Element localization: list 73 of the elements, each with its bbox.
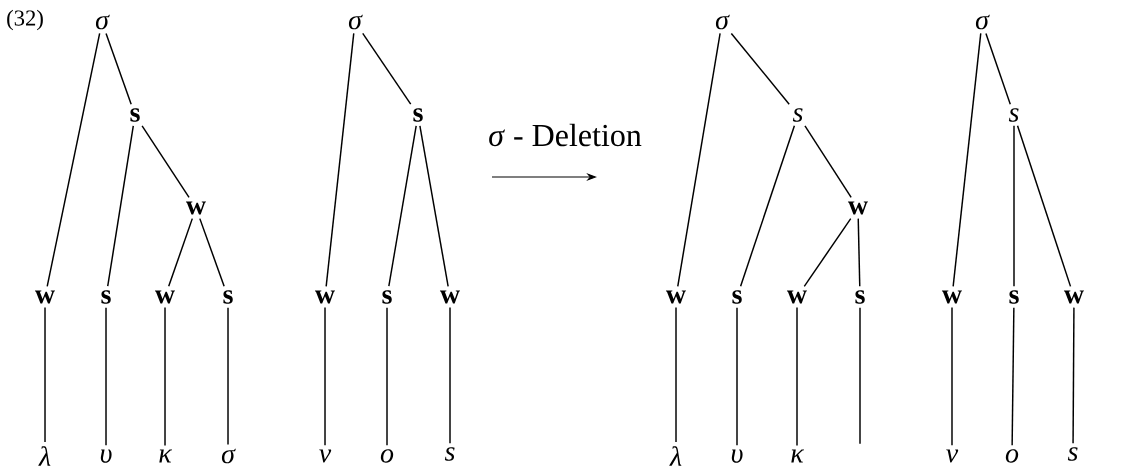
tree-line xyxy=(804,125,852,199)
tree-line xyxy=(739,125,796,287)
tree-line xyxy=(796,306,798,447)
tree-line xyxy=(1013,125,1015,287)
tree-line xyxy=(324,306,326,447)
tree-label: w xyxy=(440,290,460,304)
tree-label: s xyxy=(855,290,865,304)
tree-line xyxy=(803,217,852,288)
tree-label: λ xyxy=(38,446,51,466)
tree-label: σ xyxy=(715,14,730,30)
tree-line xyxy=(362,32,412,105)
tree-line xyxy=(388,125,417,287)
tree-label: s xyxy=(130,108,140,122)
tree-line xyxy=(1011,307,1015,446)
tree-label: w xyxy=(787,290,807,304)
tree-label: s xyxy=(382,290,392,304)
tree-line xyxy=(730,32,790,105)
tree-line xyxy=(736,307,738,446)
tree-label: s xyxy=(792,108,803,122)
tree-label: ν xyxy=(319,449,332,463)
tree-line xyxy=(325,32,355,288)
tree-label: s xyxy=(413,108,423,122)
tree-label: w xyxy=(941,290,962,304)
tree-label: s xyxy=(444,447,455,461)
tree-line xyxy=(105,32,132,105)
tree-label: σ xyxy=(221,448,236,464)
tree-label: s xyxy=(1067,447,1078,461)
tree-label: w xyxy=(1063,290,1084,304)
tree-label: w xyxy=(155,290,175,304)
tree-line xyxy=(1016,125,1072,288)
tree-label: s xyxy=(1009,290,1019,304)
tree-label: s xyxy=(1008,108,1019,122)
tree-label: λ xyxy=(669,446,682,466)
tree-line xyxy=(419,125,449,288)
tree-label: σ xyxy=(348,14,363,30)
tree-label: s xyxy=(223,290,233,304)
tree-line xyxy=(857,217,861,287)
tree-line xyxy=(952,32,982,288)
tree-line xyxy=(386,307,388,446)
tree-label: w xyxy=(186,201,206,215)
tree-line xyxy=(227,307,229,446)
tree-line xyxy=(199,217,225,287)
tree-label: w xyxy=(315,290,335,304)
tree-line xyxy=(985,32,1012,105)
example-number: (32) xyxy=(7,9,43,31)
tree-line xyxy=(449,306,451,444)
tree-label: w xyxy=(35,290,55,304)
tree-label: σ xyxy=(975,14,990,30)
tree-label: ο xyxy=(380,449,394,463)
tree-label: σ xyxy=(95,14,110,30)
tree-line xyxy=(951,306,953,447)
tree-label: υ xyxy=(100,449,112,463)
tree-label: ν xyxy=(946,449,959,463)
tree-line xyxy=(859,307,861,445)
tree-line xyxy=(164,306,166,447)
tree-line xyxy=(1072,306,1075,444)
tree-label: w xyxy=(666,290,686,304)
tree-line xyxy=(44,306,46,443)
rule-label: σ - Deletion xyxy=(489,123,642,147)
tree-line xyxy=(677,32,721,288)
tree-line xyxy=(675,306,677,443)
tree-line xyxy=(105,307,107,446)
tree-label: s xyxy=(732,290,742,304)
tree-label: κ xyxy=(791,449,804,463)
tree-line xyxy=(107,125,135,287)
tree-label: κ xyxy=(159,449,173,463)
tree-label: υ xyxy=(731,449,743,463)
tree-label: w xyxy=(848,201,868,215)
tree-line xyxy=(141,125,190,199)
tree-label: s xyxy=(101,290,111,304)
tree-line xyxy=(46,32,101,288)
tree-label: ο xyxy=(1005,449,1019,463)
tree-line xyxy=(167,217,194,288)
